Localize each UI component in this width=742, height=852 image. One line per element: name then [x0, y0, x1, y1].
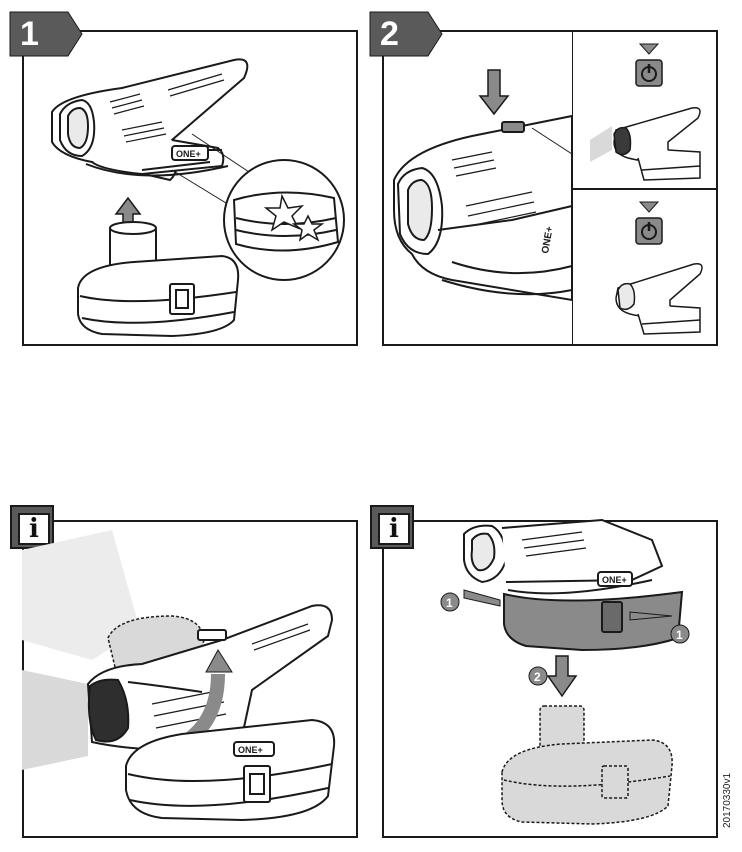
power-off-indicator: [635, 201, 663, 245]
one-plus-logo: ONE+: [238, 745, 263, 755]
unlit-flashlight: [615, 262, 703, 335]
one-plus-logo: ONE+: [602, 575, 627, 585]
step-2-horizontal-divider: [572, 188, 716, 190]
step-2-tag: 2: [369, 11, 443, 57]
svg-text:2: 2: [534, 670, 541, 684]
callout-2: 2: [528, 666, 548, 686]
press-arrow: [478, 69, 510, 116]
detail-magnifier: [223, 159, 345, 281]
svg-text:1: 1: [676, 628, 683, 642]
one-plus-logo: ONE+: [540, 225, 556, 254]
step-number: 2: [380, 15, 399, 53]
step-1-tag: 1: [9, 11, 83, 57]
svg-text:1: 1: [446, 596, 453, 610]
power-on-indicator: [635, 43, 663, 87]
step-tag-shape: [369, 11, 443, 57]
one-plus-logo: ONE+: [176, 149, 201, 159]
info-1-illustration: ONE+: [22, 530, 336, 822]
step-number: 1: [20, 15, 39, 53]
callout-1b: 1: [670, 624, 690, 644]
callout-1a: 1: [440, 592, 460, 612]
info-2-illustration: ONE+ 1 1 2: [440, 518, 690, 825]
info-2-badge: i: [370, 505, 414, 549]
remove-arrow: [546, 655, 578, 698]
info-1-badge: i: [10, 505, 54, 549]
info-icon: i: [18, 513, 50, 545]
step-1-illustration: ONE+: [51, 58, 345, 338]
info-icon: i: [378, 513, 410, 545]
document-code: 20170330v1: [722, 772, 733, 828]
step-2-illustration: ONE+: [393, 43, 703, 335]
lit-flashlight: [590, 106, 701, 181]
step-tag-shape: [9, 11, 83, 57]
